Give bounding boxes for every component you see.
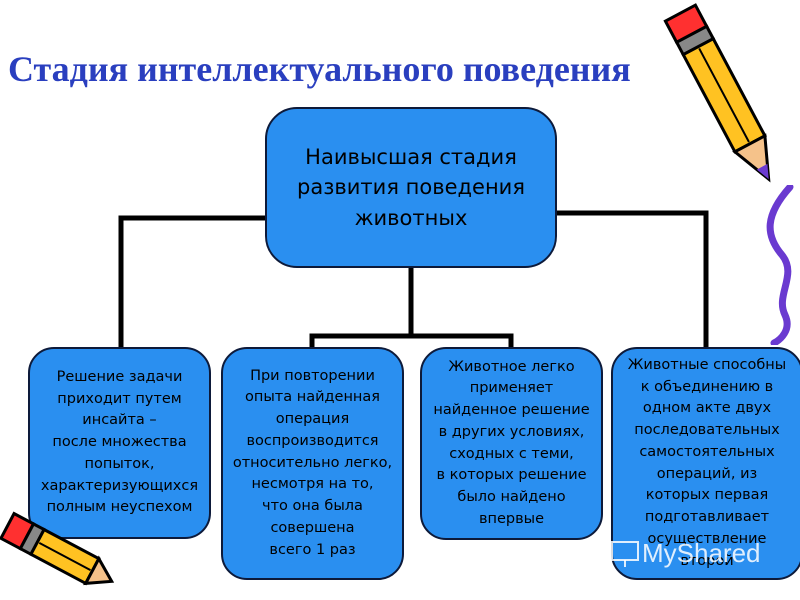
page-title: Стадия интеллектуального поведения bbox=[8, 49, 631, 89]
connector-right bbox=[554, 210, 709, 350]
connector-center-bar bbox=[309, 333, 514, 350]
child-node-transfer: Животное легко применяет найденное решен… bbox=[420, 347, 603, 540]
root-node: Наивысшая стадия развития поведения живо… bbox=[265, 107, 557, 268]
child-node-repetition: При повторении опыта найденная операция … bbox=[221, 347, 404, 580]
purple-squiggle-icon bbox=[766, 185, 794, 345]
child-node-label: При повторении опыта найденная операция … bbox=[232, 367, 393, 558]
connector-left bbox=[118, 215, 268, 350]
child-node-insight: Решение задачи приходит путем инсайта – … bbox=[28, 347, 211, 539]
watermark: MyShared bbox=[642, 538, 761, 568]
child-node-label: Животные способны к объединению в одном … bbox=[627, 356, 787, 569]
root-node-label: Наивысшая стадия развития поведения живо… bbox=[297, 144, 525, 230]
pencil-decoration-top-icon bbox=[663, 3, 771, 183]
pencil-decoration-bottom-icon bbox=[0, 511, 115, 586]
child-node-label: Животное легко применяет найденное решен… bbox=[433, 358, 590, 527]
child-node-label: Решение задачи приходит путем инсайта – … bbox=[40, 368, 199, 516]
child-node-combination: Животные способны к объединению в одном … bbox=[611, 347, 800, 580]
presentation-icon bbox=[611, 541, 639, 567]
